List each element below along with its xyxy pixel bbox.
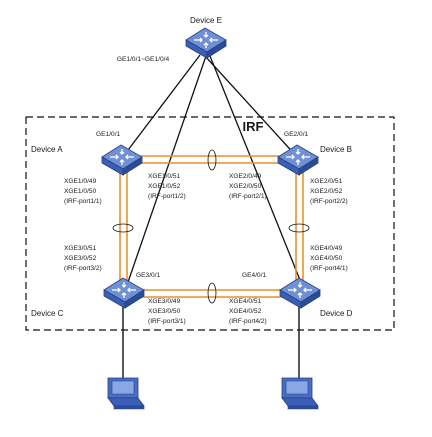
device-c-name: Device C	[31, 309, 64, 318]
uplink-e-a	[121, 54, 201, 159]
port-label: XGE1/0/50	[64, 188, 97, 195]
device-d-switch-icon	[279, 277, 321, 309]
port-label: XGE2/0/50	[229, 183, 262, 190]
device-c-horizontal-ports: XGE3/0/49 XGE3/0/50 (IRF-port3/1)	[148, 298, 186, 325]
device-b-horizontal-ports: XGE2/0/49 XGE2/0/50 (IRF-port2/1)	[229, 173, 267, 200]
host-c-pc-icon	[107, 377, 145, 410]
host-links	[122, 306, 300, 378]
link-aggregation-ellipse	[207, 149, 217, 171]
device-b-switch-icon	[277, 144, 319, 176]
device-d-uplink-port: GE4/0/1	[242, 272, 267, 279]
device-a-horizontal-ports: XGE1/0/51 XGE1/0/52 (IRF-port1/2)	[148, 173, 186, 200]
link-aggregation-ellipse	[288, 223, 310, 233]
device-d-vertical-ports: XGE4/0/49 XGE4/0/50 (IRF-port4/1)	[310, 245, 348, 272]
device-e-name: Device E	[190, 16, 222, 25]
link-aggregation-ellipse	[112, 223, 134, 233]
irf-ring	[119, 155, 304, 298]
port-label: (IRF-port2/2)	[310, 198, 348, 205]
port-label: XGE4/0/50	[310, 255, 343, 262]
port-label: XGE1/0/51	[148, 173, 181, 180]
uplinks	[121, 54, 303, 286]
port-label: XGE4/0/52	[229, 308, 262, 315]
link-aggregation-ellipse	[207, 282, 217, 304]
device-b-name: Device B	[320, 145, 352, 154]
device-d-horizontal-ports: XGE4/0/51 XGE4/0/52 (IRF-port4/2)	[229, 298, 267, 325]
port-label: (IRF-port1/1)	[64, 198, 102, 205]
irf-boundary	[25, 116, 395, 331]
aggregation-marks	[112, 149, 310, 304]
port-label: (IRF-port1/2)	[148, 193, 186, 200]
port-label: XGE2/0/51	[310, 178, 343, 185]
port-label: (IRF-port3/2)	[64, 265, 102, 272]
device-b-vertical-ports: XGE2/0/51 XGE2/0/52 (IRF-port2/2)	[310, 178, 348, 205]
device-e-uplink-ports: GE1/0/1~GE1/0/4	[117, 56, 170, 63]
port-label: XGE4/0/49	[310, 245, 343, 252]
port-label: XGE4/0/51	[229, 298, 262, 305]
device-c-vertical-ports: XGE3/0/51 XGE3/0/52 (IRF-port3/2)	[64, 245, 102, 272]
port-label: XGE2/0/49	[229, 173, 262, 180]
device-b-uplink-port: GE2/0/1	[284, 131, 309, 138]
device-d-name: Device D	[320, 309, 353, 318]
port-label: XGE3/0/51	[64, 245, 97, 252]
device-a-vertical-ports: XGE1/0/49 XGE1/0/50 (IRF-port1/1)	[64, 178, 102, 205]
device-a-switch-icon	[101, 144, 143, 176]
port-label: (IRF-port2/1)	[229, 193, 267, 200]
uplink-e-b	[204, 55, 299, 159]
diagram-title: IRF	[243, 119, 264, 134]
port-label: XGE1/0/49	[64, 178, 97, 185]
uplink-e-d	[209, 55, 303, 286]
device-c-uplink-port: GE3/0/1	[136, 272, 161, 279]
uplink-e-c	[126, 55, 207, 286]
port-label: (IRF-port4/1)	[310, 265, 348, 272]
port-label: (IRF-port3/1)	[148, 318, 186, 325]
port-label: (IRF-port4/2)	[229, 318, 267, 325]
device-a-name: Device A	[31, 145, 63, 154]
device-e-switch-icon	[185, 27, 227, 59]
device-c-switch-icon	[103, 277, 145, 309]
port-label: XGE3/0/49	[148, 298, 181, 305]
port-label: XGE1/0/52	[148, 183, 181, 190]
host-d-pc-icon	[281, 377, 319, 410]
device-a-uplink-port: GE1/0/1	[96, 131, 121, 138]
port-label: XGE2/0/52	[310, 188, 343, 195]
port-label: XGE3/0/52	[64, 255, 97, 262]
port-label: XGE3/0/50	[148, 308, 181, 315]
